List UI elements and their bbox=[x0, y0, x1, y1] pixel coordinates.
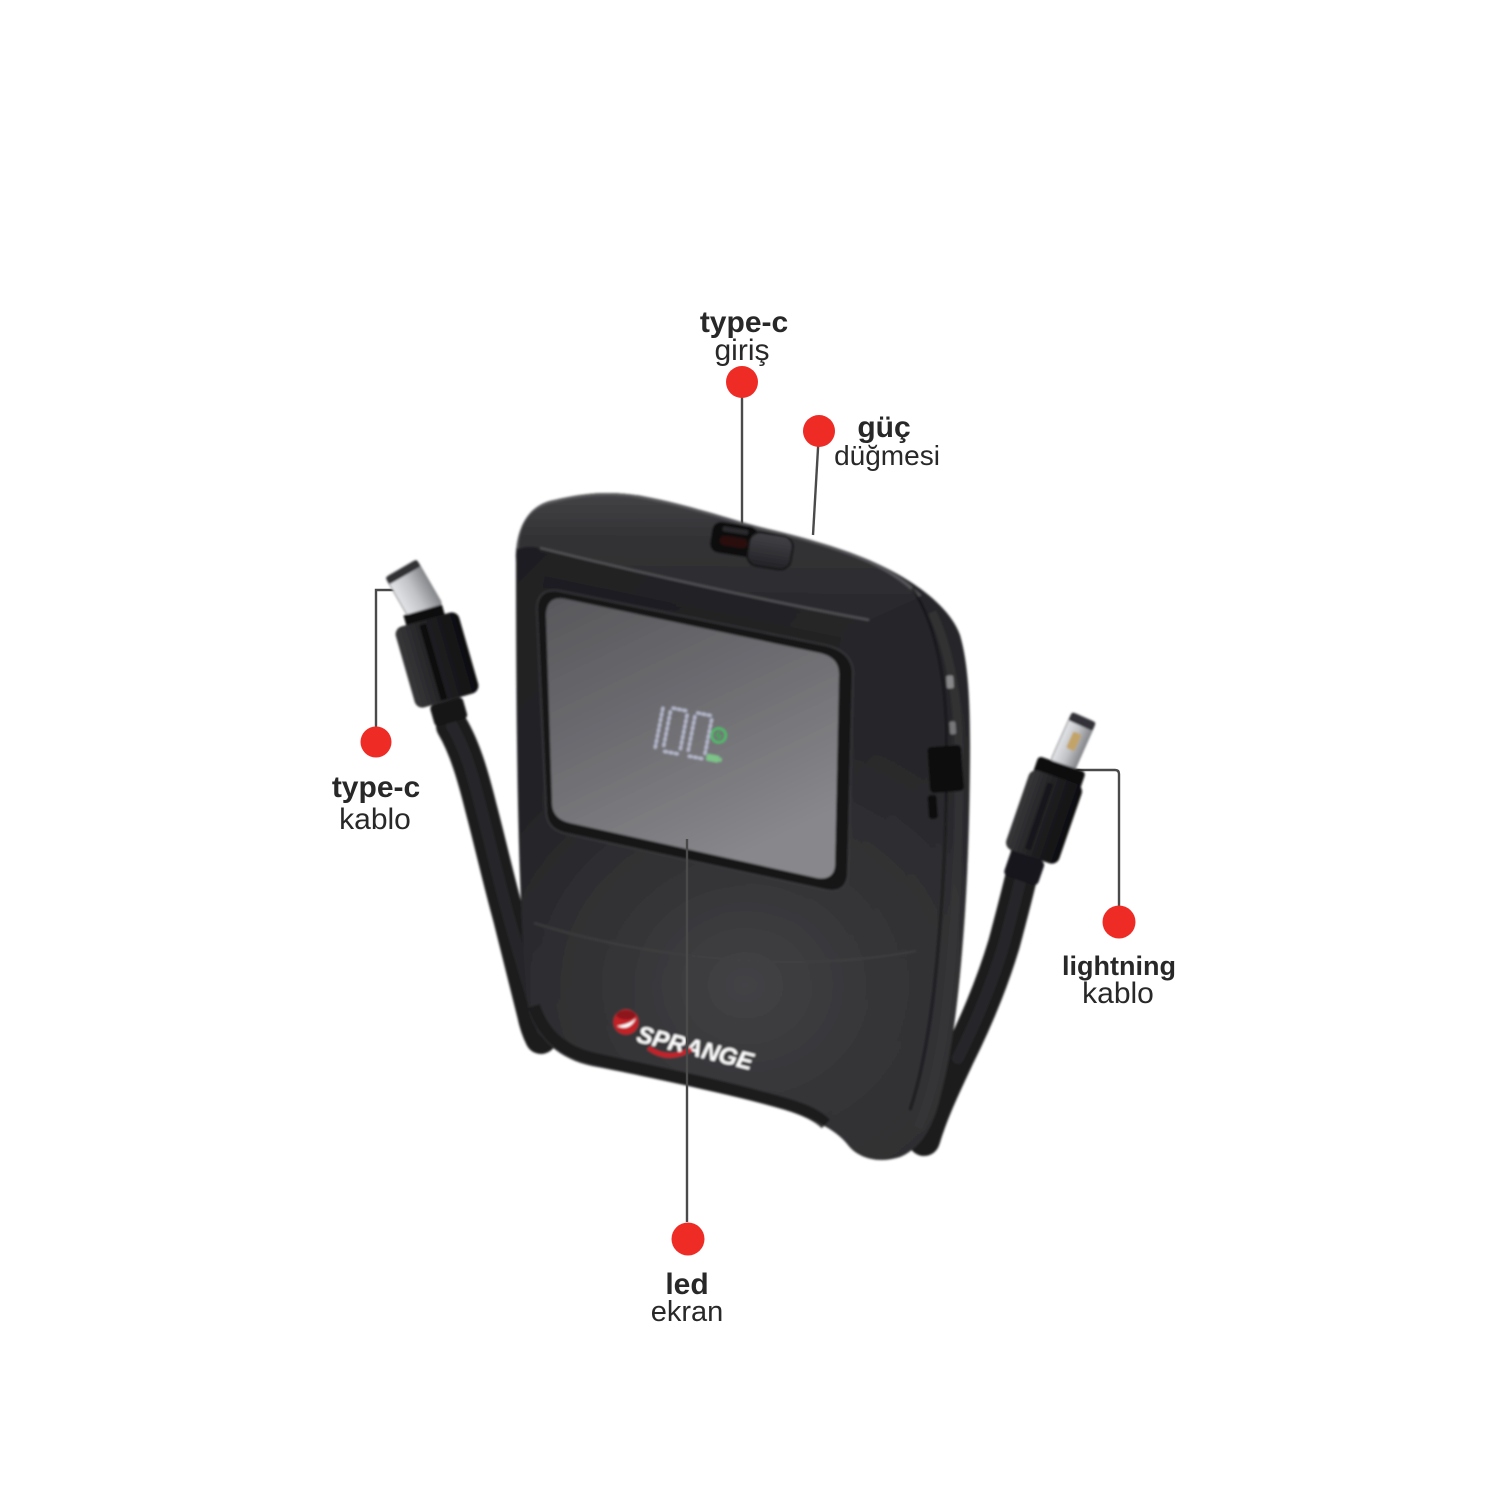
svg-text:düğmesi: düğmesi bbox=[834, 440, 940, 471]
svg-text:kablo: kablo bbox=[1082, 977, 1154, 1010]
svg-text:kablo: kablo bbox=[339, 803, 411, 836]
svg-text:güç: güç bbox=[857, 411, 910, 444]
svg-text:lightning: lightning bbox=[1062, 951, 1176, 981]
svg-text:type-c: type-c bbox=[332, 771, 420, 804]
svg-text:type-c: type-c bbox=[700, 306, 788, 339]
svg-text:led: led bbox=[665, 1268, 708, 1301]
svg-text:giriş: giriş bbox=[714, 334, 769, 367]
svg-text:ekran: ekran bbox=[651, 1296, 724, 1328]
